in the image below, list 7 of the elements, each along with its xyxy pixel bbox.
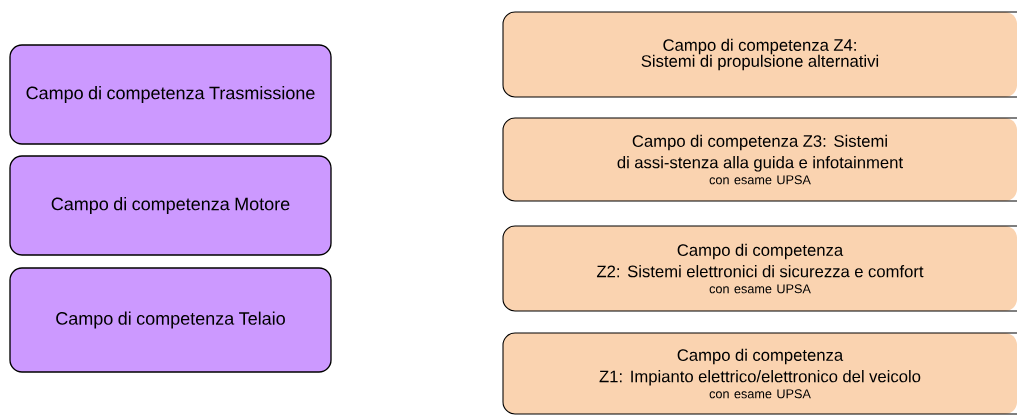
field-box: Campo di competenza Z4: Sistemi di propulsione alternativi xyxy=(502,11,1017,98)
field-box: Campo di competenza Z3: Sistemi di assi-stenza alla guida e infotainment con esame UPSA xyxy=(502,117,1017,202)
field-box: Campo di competenza Telaio xyxy=(9,267,332,373)
field-box: Campo di competenza Trasmissione xyxy=(9,44,332,145)
field-box: Campo di competenza Z1: Impianto elettrico/elettronico del veicolo con esame UPSA xyxy=(502,332,1017,415)
field-box: Campo di competenza Motore xyxy=(9,155,332,256)
field-box: Campo di competenza Z2: Sistemi elettronici di sicurezza e comfort con esame UPSA xyxy=(502,225,1017,312)
